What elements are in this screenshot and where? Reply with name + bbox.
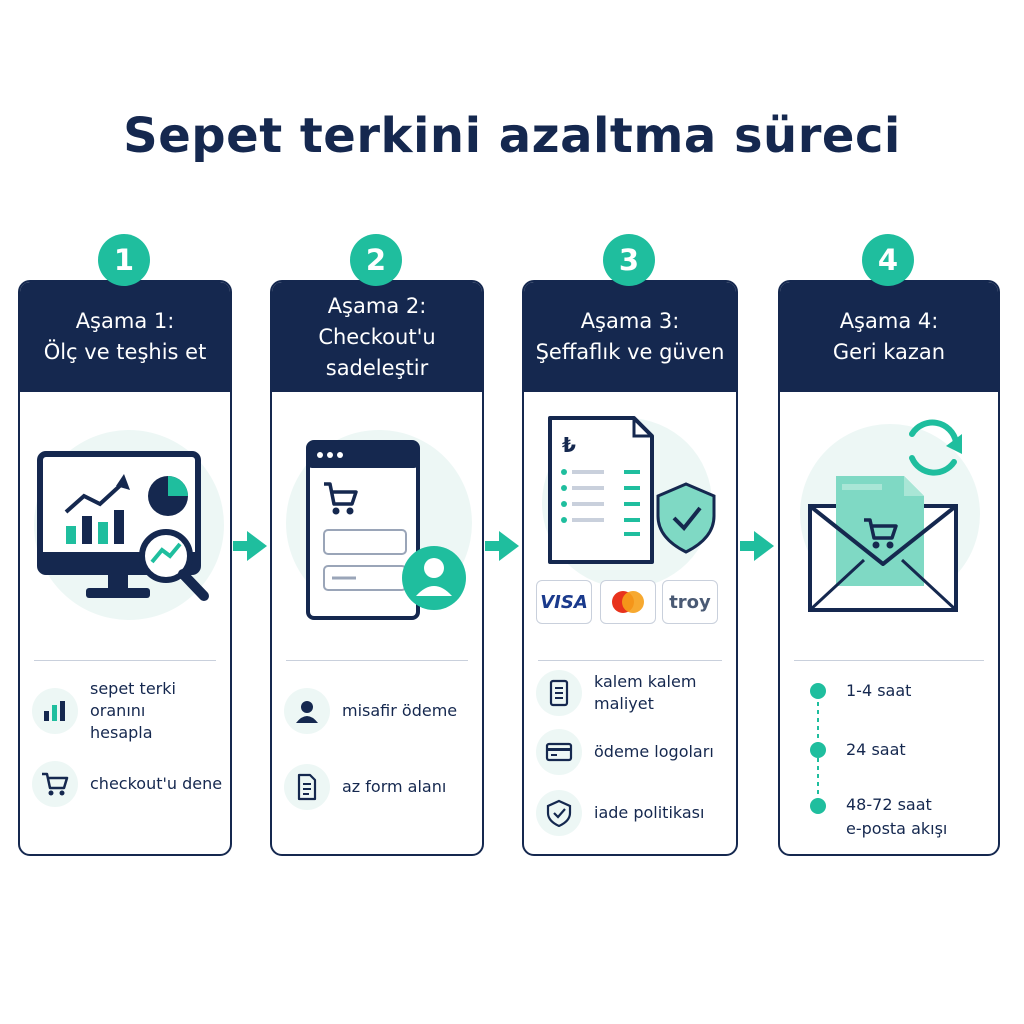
bar-chart-icon bbox=[32, 688, 78, 734]
stage-4-header: Aşama 4: Geri kazan bbox=[780, 282, 998, 392]
stage-4-card: Aşama 4: Geri kazan 1-4 saat 24 saat 48-… bbox=[778, 280, 1000, 856]
stage-3-item-text: ödeme logoları bbox=[594, 742, 714, 761]
stage-2-divider bbox=[286, 660, 468, 661]
stage-1-card: Aşama 1: Ölç ve teşhis et sepet terki or bbox=[18, 280, 232, 856]
stage-3-number-badge: 3 bbox=[603, 234, 655, 286]
stage-3-item-text: kalem kalem maliyet bbox=[594, 672, 697, 713]
shield-check-icon bbox=[536, 790, 582, 836]
timeline-label: 24 saat bbox=[846, 740, 906, 759]
stage-1-item-text: checkout'u dene bbox=[90, 774, 223, 793]
recovery-email-icon bbox=[808, 419, 962, 612]
page-title: Sepet terkini azaltma süreci bbox=[123, 108, 901, 164]
stage-2-label: Aşama 2: bbox=[327, 293, 427, 318]
stage-4-divider bbox=[794, 660, 984, 661]
stage-2-item-text: misafir ödeme bbox=[342, 701, 458, 720]
stage-2-number-badge: 2 bbox=[350, 234, 402, 286]
stage-3-illustration: ₺ bbox=[524, 400, 736, 650]
monitor-analytics-icon bbox=[37, 451, 209, 601]
stage-2-name: Checkout'u sadeleştir bbox=[318, 324, 436, 380]
stage-1-name: Ölç ve teşhis et bbox=[43, 340, 207, 364]
stage-4-number-badge: 4 bbox=[862, 234, 914, 286]
stage-4-name: Geri kazan bbox=[832, 340, 946, 364]
checkout-window-icon bbox=[306, 440, 466, 620]
stage-1-item-text: sepet terki oranını hesapla bbox=[90, 679, 176, 742]
stage-2-header: Aşama 2: Checkout'u sadeleştir bbox=[272, 282, 482, 392]
stage-1-illustration bbox=[20, 400, 230, 650]
stage-3-label: Aşama 3: bbox=[580, 309, 680, 333]
form-document-icon bbox=[284, 764, 330, 810]
mastercard-logo bbox=[600, 580, 656, 624]
stage-3-card: Aşama 3: Şeffaflık ve güven ₺ VISA troy … bbox=[522, 280, 738, 856]
stage-3-item: kalem kalem maliyet bbox=[524, 670, 736, 716]
arrow-right-icon bbox=[233, 531, 267, 561]
cart-icon bbox=[32, 761, 78, 807]
stage-2-illustration bbox=[272, 400, 482, 650]
stage-1-divider bbox=[34, 660, 216, 661]
stage-3-header: Aşama 3: Şeffaflık ve güven bbox=[524, 282, 736, 392]
timeline-dot bbox=[810, 798, 826, 814]
stage-1-label: Aşama 1: bbox=[75, 309, 175, 333]
timeline-dot bbox=[810, 742, 826, 758]
troy-logo: troy bbox=[662, 580, 718, 624]
stage-3-name: Şeffaflık ve güven bbox=[535, 340, 725, 364]
timeline-label: 1-4 saat bbox=[846, 681, 912, 700]
stage-3-item: iade politikası bbox=[524, 790, 736, 836]
arrow-right-icon bbox=[740, 531, 774, 561]
stage-4-label: Aşama 4: bbox=[839, 309, 939, 333]
svg-text:₺: ₺ bbox=[562, 433, 576, 457]
stage-2-card: Aşama 2: Checkout'u sadeleştir misafir ö… bbox=[270, 280, 484, 856]
visa-logo: VISA bbox=[536, 580, 592, 624]
stage-1-number-badge: 1 bbox=[98, 234, 150, 286]
itemized-list-icon bbox=[536, 670, 582, 716]
stage-2-item: misafir ödeme bbox=[272, 688, 482, 734]
timeline-label: 48-72 saat e-posta akışı bbox=[846, 795, 948, 838]
stage-1-header: Aşama 1: Ölç ve teşhis et bbox=[20, 282, 230, 392]
stage-2-item: az form alanı bbox=[272, 764, 482, 810]
stage-4-illustration bbox=[780, 400, 998, 650]
stage-2-item-text: az form alanı bbox=[342, 777, 447, 796]
stage-3-item: ödeme logoları bbox=[524, 729, 736, 775]
timeline-dot bbox=[810, 683, 826, 699]
invoice-document-icon: ₺ bbox=[548, 416, 716, 564]
stage-1-item: sepet terki oranını hesapla bbox=[20, 678, 230, 744]
stage-3-divider bbox=[538, 660, 722, 661]
user-icon bbox=[284, 688, 330, 734]
stage-3-item-text: iade politikası bbox=[594, 803, 705, 822]
credit-card-icon bbox=[536, 729, 582, 775]
stage-1-item: checkout'u dene bbox=[20, 761, 230, 807]
arrow-right-icon bbox=[485, 531, 519, 561]
